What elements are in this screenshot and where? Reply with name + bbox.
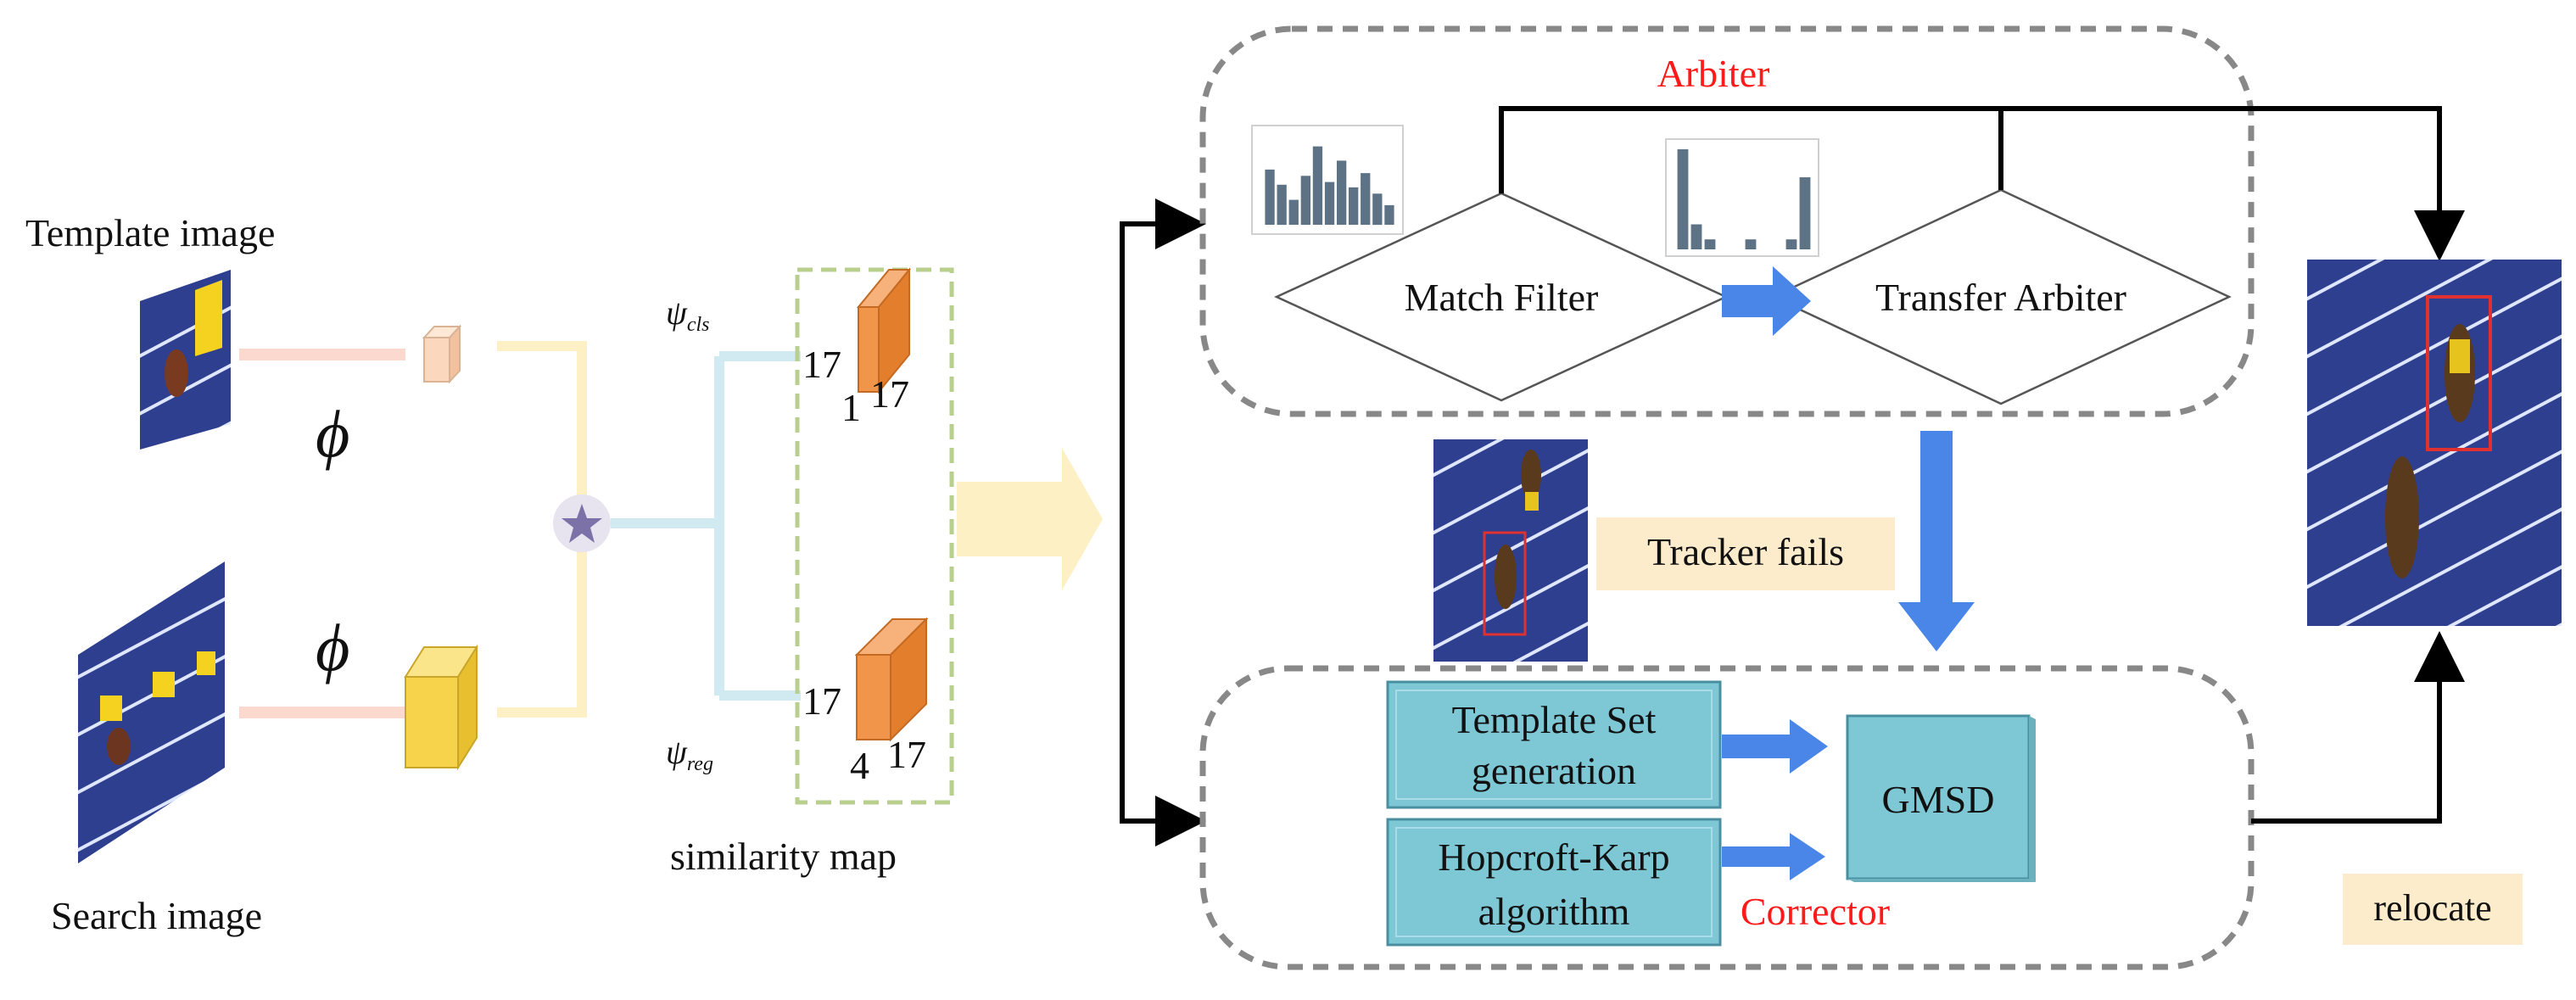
psi-cls-label: ψcls — [666, 293, 710, 336]
histogram-bar — [1300, 176, 1310, 226]
histogram-bar — [1372, 193, 1383, 226]
template-set-line2: generation — [1472, 749, 1636, 792]
histogram-bar — [1677, 149, 1689, 249]
arbiter-to-corrector-arrow — [1898, 431, 1975, 651]
output-arrow — [957, 448, 1103, 590]
reg-map-cube — [854, 617, 929, 742]
corrector-output-connector — [2251, 650, 2442, 824]
corrector-title: Corrector — [1741, 890, 1890, 933]
histogram-bar — [1361, 173, 1371, 225]
template-set-to-gmsd-arrow — [1722, 719, 1828, 774]
cls-map-width: 17 — [870, 372, 909, 416]
histogram-bar — [1690, 224, 1702, 249]
hopcroft-karp-box — [1386, 818, 1722, 947]
corrector-container — [1199, 665, 2255, 970]
cls-map-cube — [856, 267, 912, 394]
histogram-bar — [1384, 204, 1394, 225]
histogram-bar — [1288, 199, 1299, 225]
histogram-bar — [1704, 239, 1716, 249]
histogram-bar — [1277, 184, 1287, 226]
transfer-arbiter-label: Transfer Arbiter — [1875, 276, 2126, 319]
match-filter-label: Match Filter — [1405, 276, 1599, 319]
template-image-label: Template image — [25, 211, 275, 254]
similarity-map-label: similarity map — [670, 835, 897, 878]
psi-reg-label: ψreg — [666, 733, 713, 775]
hopcroft-line1: Hopcroft-Karp — [1438, 835, 1669, 879]
arbiter-title: Arbiter — [1657, 52, 1770, 95]
relocated-result-image — [2307, 260, 2562, 626]
tracker-fails-badge — [1596, 517, 1895, 590]
histogram-bar — [1265, 169, 1275, 225]
transfer-arbiter-diamond — [1770, 188, 2232, 405]
search-feature-cube — [404, 644, 478, 771]
hopcroft-line2: algorithm — [1478, 890, 1630, 933]
phi-template: ϕ — [316, 397, 349, 471]
relocate-label: relocate — [2373, 887, 2491, 929]
reg-map-depth: 4 — [850, 744, 869, 787]
histogram-1-bars — [1265, 146, 1394, 226]
template-feature-cube — [422, 324, 462, 384]
merge-line-top — [497, 341, 587, 507]
histogram-bar — [1745, 239, 1757, 249]
tracker-fails-label: Tracker fails — [1647, 530, 1844, 573]
hopcroft-to-gmsd-arrow — [1722, 833, 1825, 880]
correlation-star-icon — [553, 494, 611, 552]
reg-map-width: 17 — [887, 733, 926, 776]
match-to-transfer-arrow — [1722, 266, 1811, 336]
histogram-bar — [1799, 177, 1811, 249]
arbiter-output-bus — [1499, 106, 2442, 248]
gmsd-box — [1846, 714, 2036, 882]
cls-map-depth: 1 — [841, 386, 861, 429]
merge-line-bottom — [497, 543, 587, 718]
histogram-bar — [1349, 187, 1359, 225]
relocate-badge — [2343, 874, 2523, 945]
similarity-map-box — [795, 267, 954, 805]
reg-map-height: 17 — [802, 679, 841, 723]
histogram-bar — [1312, 146, 1323, 225]
head-branch-lines — [611, 351, 801, 701]
template-set-line1: Template Set — [1452, 698, 1657, 741]
search-image — [78, 561, 225, 863]
histogram-2-bars — [1677, 149, 1811, 249]
phi-search: ϕ — [316, 611, 349, 684]
template-image — [140, 270, 231, 450]
histogram-chart-1 — [1251, 125, 1404, 235]
tracker-fails-image — [1433, 439, 1588, 662]
histogram-chart-2 — [1665, 138, 1819, 257]
histogram-bar — [1324, 182, 1335, 225]
cls-map-height: 17 — [802, 343, 841, 386]
arbiter-container — [1199, 25, 2255, 417]
histogram-bar — [1337, 160, 1347, 225]
search-image-label: Search image — [51, 894, 262, 937]
template-set-generation-box — [1386, 680, 1722, 809]
gmsd-label: GMSD — [1882, 778, 1995, 821]
histogram-bar — [1785, 239, 1797, 249]
